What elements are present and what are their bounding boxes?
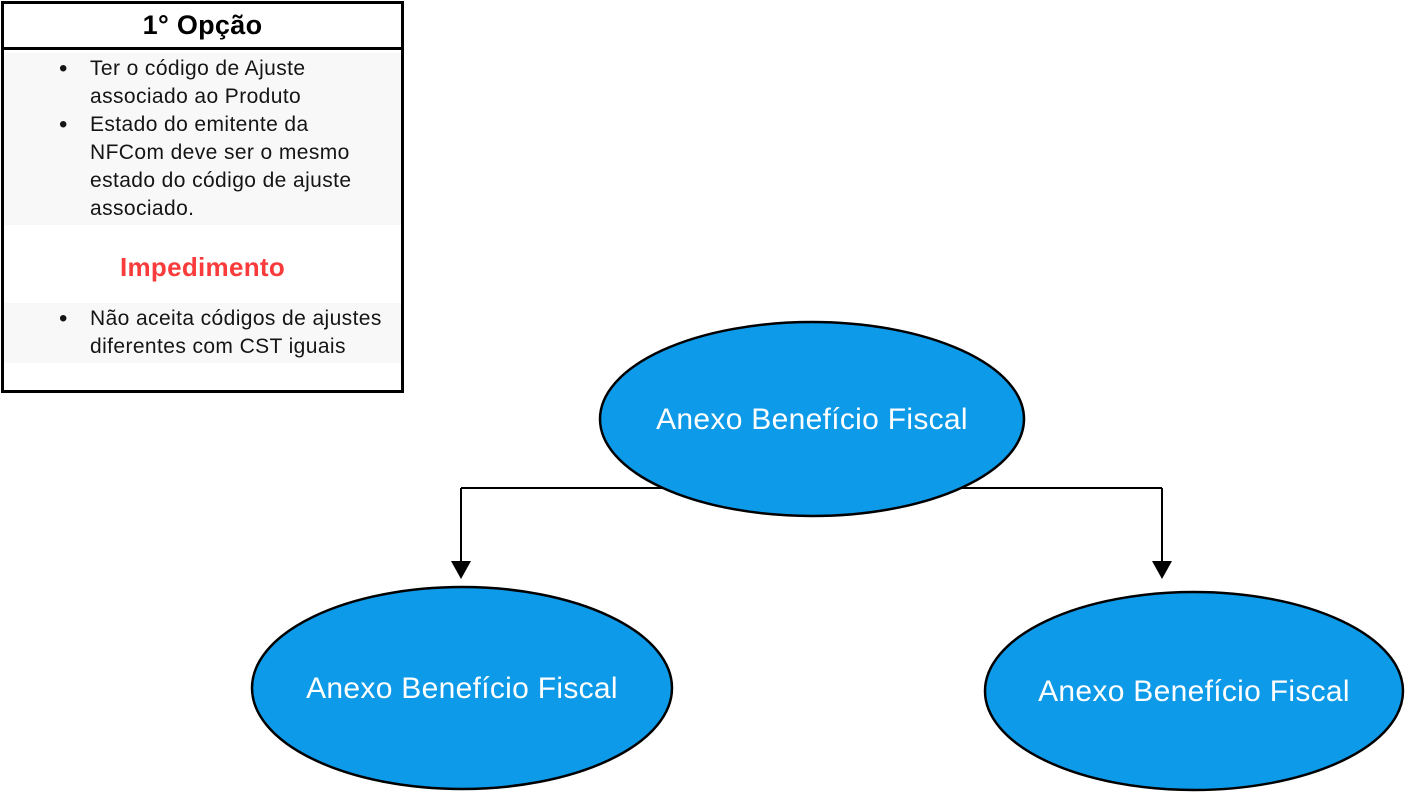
node-root-ellipse (598, 320, 1026, 518)
impediment-heading: Impedimento (119, 252, 286, 282)
impediments-list: Não aceita códigos de ajustes diferentes… (4, 305, 401, 361)
arrowhead-right-down-icon (1152, 561, 1172, 579)
arrowhead-left-down-icon (451, 561, 471, 579)
option-panel-title: 1° Opção (4, 4, 401, 50)
impediments-block: Não aceita códigos de ajustes diferentes… (4, 303, 401, 363)
requirement-item: Estado do emitente da NFCom deve ser o m… (4, 111, 401, 223)
node-left-ellipse (250, 585, 674, 791)
impediment-item: Não aceita códigos de ajustes diferentes… (4, 305, 401, 361)
requirement-item: Ter o código de Ajuste associado ao Prod… (4, 55, 401, 111)
requirements-list: Ter o código de Ajuste associado ao Prod… (4, 55, 401, 223)
requirements-block: Ter o código de Ajuste associado ao Prod… (4, 53, 401, 225)
node-right-ellipse (983, 590, 1405, 792)
node-root-label: Anexo Benefício Fiscal (656, 403, 968, 436)
option-panel-body: Ter o código de Ajuste associado ao Prod… (4, 50, 401, 363)
option-panel: 1° Opção Ter o código de Ajuste associad… (1, 1, 404, 393)
node-left-label: Anexo Benefício Fiscal (306, 672, 618, 705)
node-right-label: Anexo Benefício Fiscal (1038, 675, 1350, 708)
